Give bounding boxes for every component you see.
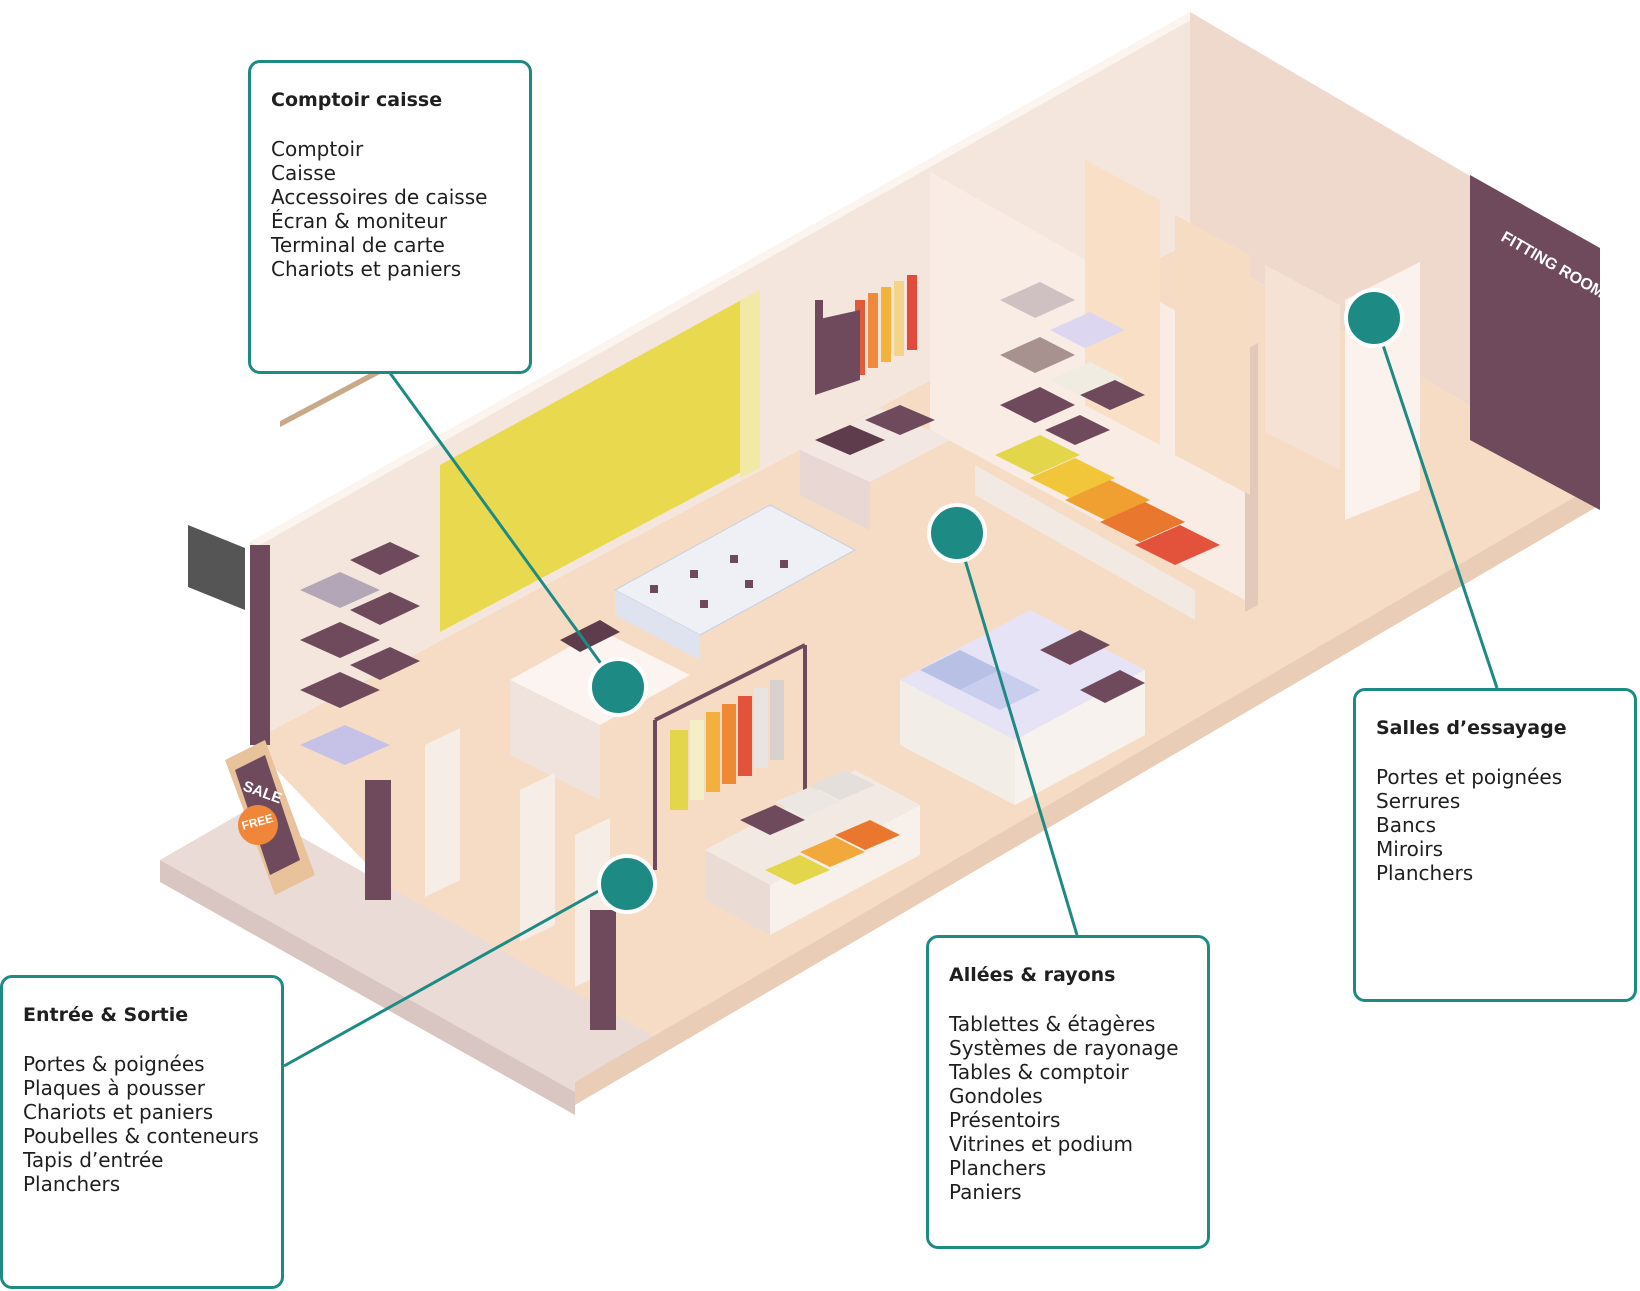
callout-item: Plaques à pousser (23, 1076, 205, 1100)
callout-item: Planchers (1376, 861, 1474, 885)
callout-item: Portes & poignées (23, 1052, 205, 1076)
left-wall-shelves (280, 349, 420, 765)
yellow-panel-glow (740, 290, 760, 478)
callout-item: Systèmes de rayonage (949, 1036, 1179, 1060)
back-wall-top (250, 12, 1198, 546)
jeans-display-table (900, 610, 1145, 805)
callout-fitting-rooms: Salles d’essayage Portes et poignées Ser… (1353, 688, 1637, 1002)
callout-list: Tablettes & étagères Systèmes de rayonag… (949, 1012, 1187, 1204)
security-gates (250, 545, 616, 1030)
free-badge (238, 805, 278, 845)
store-sign (188, 525, 245, 610)
callout-item: Terminal de carte (271, 233, 445, 257)
partition-shelves (1000, 282, 1145, 445)
marker-fitting[interactable] (1344, 288, 1404, 348)
callout-item: Gondoles (949, 1084, 1043, 1108)
floor-edge (575, 482, 1600, 1105)
callout-list: Portes et poignées Serrures Bancs Miroir… (1376, 765, 1614, 885)
center-clothing-rack (653, 643, 807, 870)
glass-counter (613, 504, 857, 660)
marker-cash[interactable] (588, 657, 648, 717)
callout-item: Chariots et paniers (23, 1100, 214, 1124)
callout-item: Poubelles & conteneurs (23, 1124, 259, 1148)
callout-aisles-shelves: Allées & rayons Tablettes & étagères Sys… (926, 935, 1210, 1249)
marker-aisles[interactable] (927, 503, 987, 563)
callout-item: Accessoires de caisse (271, 185, 488, 209)
sale-board (225, 740, 315, 895)
callout-item: Présentoirs (949, 1108, 1061, 1132)
fitting-room-sign (1470, 175, 1600, 510)
callout-item: Écran & moniteur (271, 209, 448, 233)
callout-item: Planchers (23, 1172, 121, 1196)
callout-list: Portes & poignées Plaques à pousser Char… (23, 1052, 261, 1196)
callout-item: Caisse (271, 161, 336, 185)
connector-aisles (955, 532, 1079, 936)
callout-item: Tablettes & étagères (949, 1012, 1156, 1036)
callout-cash-counter: Comptoir caisse Comptoir Caisse Accessoi… (248, 60, 532, 374)
callout-title: Salles d’essayage (1376, 717, 1567, 739)
callout-item: Paniers (949, 1180, 1022, 1204)
callout-item: Serrures (1376, 789, 1461, 813)
callout-item: Tables & comptoir (949, 1060, 1129, 1084)
callout-item: Tapis d’entrée (23, 1148, 164, 1172)
callout-item: Vitrines et podium (949, 1132, 1134, 1156)
callout-item: Bancs (1376, 813, 1437, 837)
callout-title: Comptoir caisse (271, 89, 443, 111)
colored-shirts-table (975, 435, 1220, 620)
callout-title: Entrée & Sortie (23, 1004, 189, 1026)
callout-title: Allées & rayons (949, 964, 1116, 986)
marker-entry[interactable] (597, 854, 657, 914)
cubicle-door-3 (1265, 265, 1340, 470)
connector-fitting (1372, 317, 1499, 689)
callout-item: Planchers (949, 1156, 1047, 1180)
callout-entry-exit: Entrée & Sortie Portes & poignées Plaque… (0, 975, 284, 1289)
connector-entry (283, 881, 614, 1068)
callout-item: Portes et poignées (1376, 765, 1563, 789)
callout-list: Comptoir Caisse Accessoires de caisse Éc… (271, 137, 509, 281)
front-shirts-table (705, 770, 920, 935)
callout-item: Chariots et paniers (271, 257, 462, 281)
sidewalk-edge (160, 860, 575, 1115)
cubicle-door-2 (1175, 215, 1250, 495)
callout-item: Comptoir (271, 137, 364, 161)
wall-clothing-rack (815, 275, 917, 395)
back-display-table (800, 405, 950, 530)
callout-item: Miroirs (1376, 837, 1444, 861)
connector-cash (388, 372, 620, 688)
